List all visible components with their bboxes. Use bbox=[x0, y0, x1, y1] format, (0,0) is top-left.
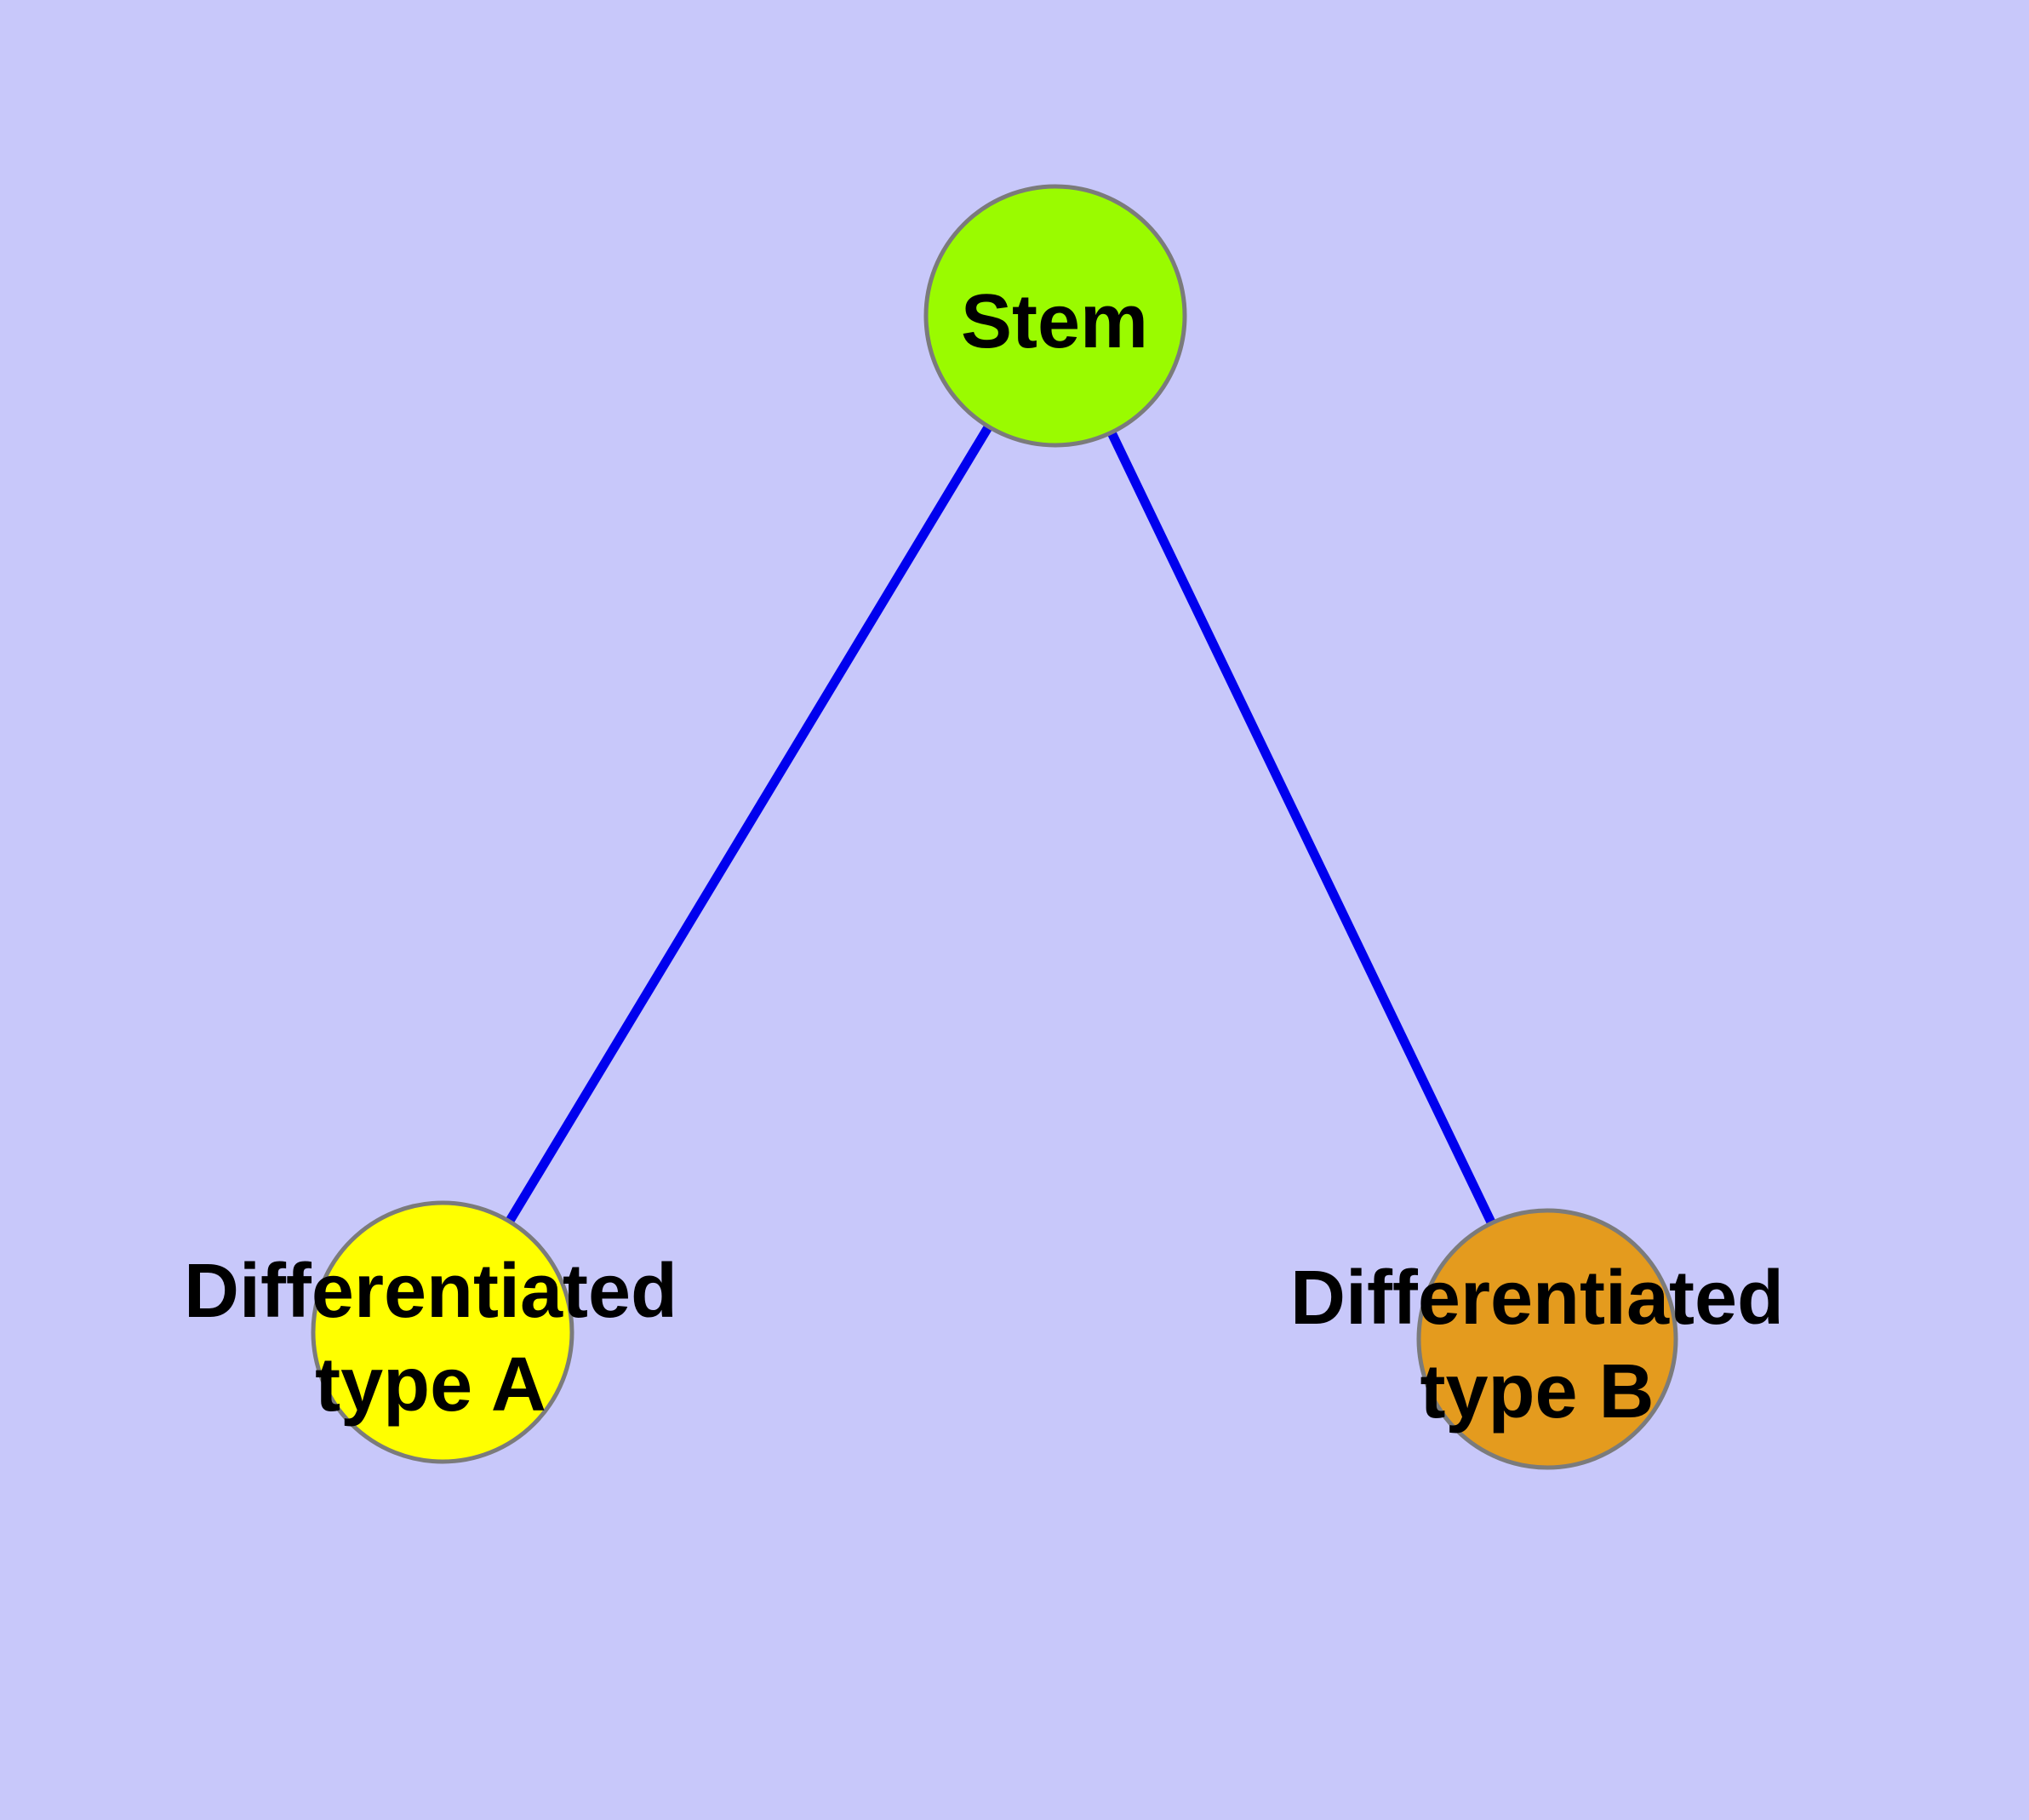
node-stem-label: Stem bbox=[961, 279, 1148, 364]
node-type-a-label-line1: Differentiated bbox=[184, 1249, 677, 1334]
node-stem-circle bbox=[923, 184, 1187, 448]
node-differentiated-type-a: Differentiated type A bbox=[184, 1200, 677, 1464]
edge-stem-to-type-a bbox=[438, 313, 1060, 1335]
node-stem: Stem bbox=[923, 184, 1187, 448]
node-type-a-label-line2: type A bbox=[315, 1342, 546, 1428]
node-type-b-label-line1: Differentiated bbox=[1290, 1256, 1784, 1341]
node-type-b-circle bbox=[1416, 1208, 1678, 1470]
node-type-b-label-line2: type B bbox=[1420, 1349, 1654, 1434]
node-type-a-circle bbox=[311, 1200, 574, 1464]
edge-stem-to-type-b bbox=[1051, 313, 1552, 1342]
node-differentiated-type-b: Differentiated type B bbox=[1290, 1208, 1784, 1470]
